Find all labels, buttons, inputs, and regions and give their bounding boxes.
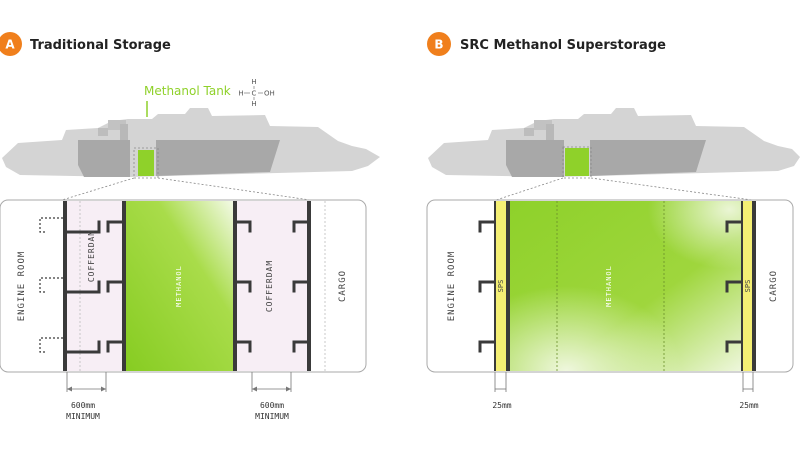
cross-section-b: ENGINE ROOM SPS METHANOL SPS CARGO (426, 199, 794, 373)
panel-b-header: B SRC Methanol Superstorage (427, 32, 666, 56)
methanol-zone-a (124, 201, 234, 371)
label-engine-room-a: ENGINE ROOM (17, 251, 27, 322)
badge-b-letter: B (434, 38, 443, 52)
dimension-left-a: 600mm MINIMUM (66, 372, 107, 421)
dimension-left-a-value: 600mm (71, 401, 95, 410)
methanol-tank-b (565, 148, 589, 176)
ship-silhouette-a (2, 108, 380, 179)
dimension-right-a: 600mm MINIMUM (251, 372, 292, 421)
label-engine-room-b: ENGINE ROOM (447, 251, 457, 322)
dimension-right-b-value: 25mm (739, 401, 758, 410)
label-cargo-b: CARGO (769, 270, 779, 302)
panel-a-header: A Traditional Storage (0, 32, 171, 56)
label-cofferdam-right: COFFERDAM (265, 260, 274, 312)
methanol-tank-a (138, 150, 154, 176)
label-methanol-b: METHANOL (605, 265, 613, 307)
badge-a-letter: A (5, 38, 15, 52)
cross-section-a: ENGINE ROOM COFFERDAM METHANOL COFFERDAM… (0, 199, 367, 373)
ship-silhouette-b (428, 108, 800, 179)
dimension-left-b: 25mm (492, 372, 512, 410)
methanol-tank-callout: Methanol Tank (144, 84, 231, 98)
formula-h-bottom: H (251, 100, 256, 108)
label-cargo-a: CARGO (338, 270, 348, 302)
sps-layer-right (743, 201, 753, 371)
label-sps-left: SPS (497, 280, 505, 293)
dimension-right-a-note: MINIMUM (255, 412, 289, 421)
sps-layer-left (495, 201, 506, 371)
label-sps-right: SPS (744, 280, 752, 293)
dimension-left-b-value: 25mm (492, 401, 511, 410)
dimension-right-a-value: 600mm (260, 401, 284, 410)
label-methanol-a: METHANOL (175, 265, 183, 307)
formula-h-left: H (238, 90, 243, 98)
formula-oh: OH (264, 90, 275, 98)
formula-h-top: H (251, 78, 256, 86)
cofferdam-left-zone (65, 201, 124, 371)
panel-b-title: SRC Methanol Superstorage (460, 38, 666, 53)
badge-a (0, 32, 22, 56)
panel-a-title: Traditional Storage (30, 38, 171, 53)
panel-a: A Traditional Storage Methanol Tank H H … (0, 32, 380, 421)
panel-b: B SRC Methanol Superstorage (426, 32, 800, 410)
label-cofferdam-left: COFFERDAM (87, 230, 96, 282)
dimension-right-b: 25mm (739, 372, 759, 410)
formula-c: C (252, 90, 257, 98)
methanol-formula: H H C OH H (238, 78, 274, 108)
badge-b (427, 32, 451, 56)
dimension-left-a-note: MINIMUM (66, 412, 100, 421)
